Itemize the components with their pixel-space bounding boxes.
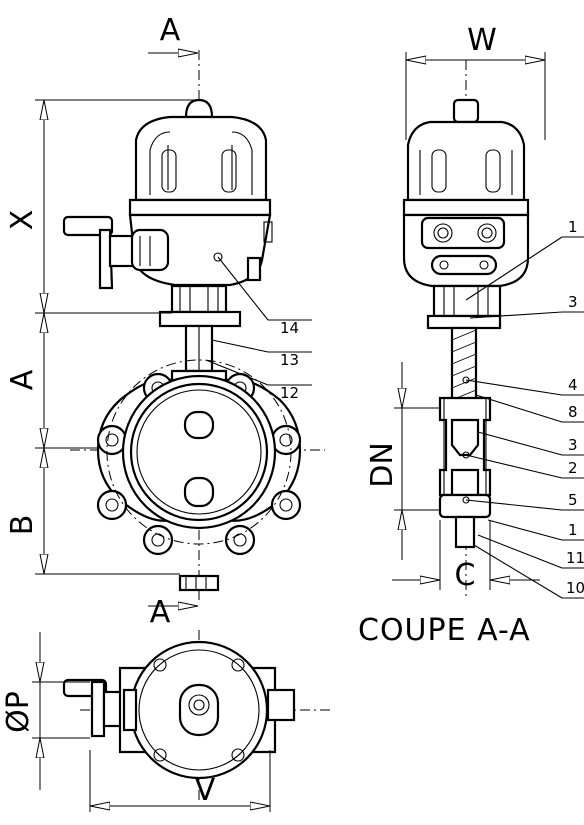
callout-r6: 2 — [568, 459, 578, 477]
left-dimensions: X A B — [5, 99, 199, 575]
section-marks: A A — [148, 13, 198, 630]
callout-r3: 4 — [568, 376, 578, 394]
dim-dn-c: DN C — [365, 362, 540, 593]
section-view — [402, 60, 530, 600]
dim-x-label: X — [5, 210, 40, 231]
dim-b-label: B — [5, 515, 40, 536]
dim-p-v: ØP V — [1, 632, 271, 812]
dim-c-label: C — [455, 558, 476, 593]
section-mark-top: A — [160, 13, 181, 48]
top-view — [62, 630, 330, 800]
callout-r5: 3 — [568, 436, 578, 454]
callout-r9: 11 — [566, 549, 584, 567]
dim-a-label: A — [5, 369, 40, 390]
right-callouts: 1 3 4 8 3 2 5 1 11 10 — [465, 218, 584, 599]
callout-r2: 3 — [568, 293, 578, 311]
callout-r4: 8 — [568, 403, 578, 421]
callout-r8: 1 — [568, 521, 578, 539]
dim-p-label: ØP — [1, 691, 36, 733]
dim-v-label: V — [195, 773, 216, 808]
front-view — [62, 50, 325, 600]
dim-dn-label: DN — [365, 442, 400, 488]
callout-r10: 10 — [566, 579, 584, 597]
section-mark-bottom: A — [150, 595, 171, 630]
callout-r1: 1 — [568, 218, 578, 236]
dim-w: W — [405, 23, 546, 140]
callout-14: 14 — [280, 319, 299, 337]
dim-w-label: W — [467, 23, 497, 58]
callout-r7: 5 — [568, 491, 578, 509]
left-callouts: 14 13 12 — [205, 256, 312, 402]
callout-13: 13 — [280, 351, 299, 369]
callout-12: 12 — [280, 384, 299, 402]
section-title: COUPE A-A — [358, 613, 531, 648]
